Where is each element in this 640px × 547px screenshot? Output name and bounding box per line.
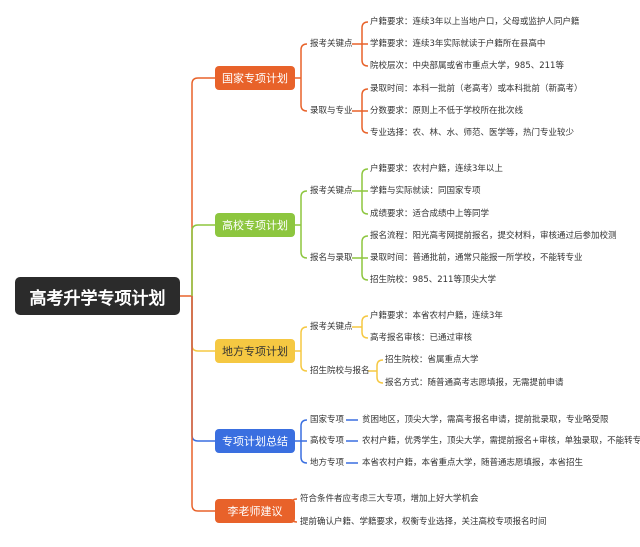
leaf-item[interactable]: 报名流程：阳光高考网提前报名，提交材料，审核通过后参加校测 — [370, 231, 617, 241]
leaf-item[interactable]: 招生院校：985、211等顶尖大学 — [370, 275, 496, 285]
leaf-item[interactable]: 学籍要求：连续3年实际就读于户籍所在县高中 — [370, 39, 546, 49]
leaf-item[interactable]: 院校层次：中央部属或省市重点大学，985、211等 — [370, 61, 564, 71]
leaf-item[interactable]: 招生院校：省属重点大学 — [385, 355, 479, 365]
group-label[interactable]: 报名与录取 — [310, 253, 353, 263]
leaf-item[interactable]: 贫困地区，顶尖大学，需高考报名申请，提前批录取，专业略受限 — [362, 415, 609, 425]
group-label[interactable]: 录取与专业 — [310, 106, 353, 116]
branch-local-plan[interactable]: 地方专项计划 — [215, 339, 295, 363]
group-label[interactable]: 报考关键点 — [310, 186, 353, 196]
leaf-item[interactable]: 报名方式：随普通高考志愿填报，无需提前申请 — [385, 378, 564, 388]
leaf-item[interactable]: 专业选择：农、林、水、师范、医学等，热门专业较少 — [370, 128, 575, 138]
leaf-item[interactable]: 户籍要求：农村户籍，连续3年以上 — [370, 164, 503, 174]
leaf-item[interactable]: 农村户籍，优秀学生，顶尖大学，需提前报名+审核，单独录取，不能转专业 — [362, 436, 640, 446]
group-label[interactable]: 国家专项 — [310, 415, 345, 425]
branch-summary[interactable]: 专项计划总结 — [215, 429, 295, 453]
group-label[interactable]: 招生院校与报名 — [310, 366, 370, 376]
group-label[interactable]: 报考关键点 — [310, 322, 353, 332]
leaf-item[interactable]: 学籍与实际就读：同国家专项 — [370, 186, 481, 196]
branch-teacher-advice[interactable]: 李老师建议 — [215, 499, 295, 523]
group-label[interactable]: 高校专项 — [310, 436, 345, 446]
branch-university-plan[interactable]: 高校专项计划 — [215, 213, 295, 237]
leaf-item[interactable]: 分数要求：原则上不低于学校所在批次线 — [370, 106, 524, 116]
leaf-item[interactable]: 符合条件者应考虑三大专项，增加上好大学机会 — [300, 494, 479, 504]
leaf-item[interactable]: 录取时间：本科一批前（老高考）或本科批前（新高考） — [370, 84, 583, 94]
leaf-item[interactable]: 录取时间：普通批前，通常只能报一所学校，不能转专业 — [370, 253, 583, 263]
leaf-item[interactable]: 成绩要求：适合成绩中上等同学 — [370, 209, 490, 219]
leaf-item[interactable]: 本省农村户籍，本省重点大学，随普通志愿填报，本省招生 — [362, 458, 584, 468]
group-label[interactable]: 报考关键点 — [310, 39, 353, 49]
leaf-item[interactable]: 提前确认户籍、学籍要求，权衡专业选择，关注高校专项报名时间 — [300, 517, 547, 527]
group-label[interactable]: 地方专项 — [310, 458, 345, 468]
leaf-item[interactable]: 户籍要求：本省农村户籍，连续3年 — [370, 311, 503, 321]
branch-national-plan[interactable]: 国家专项计划 — [215, 66, 295, 90]
leaf-item[interactable]: 高考报名审核：已通过审核 — [370, 333, 473, 343]
root-node[interactable]: 高考升学专项计划 — [15, 277, 180, 315]
leaf-item[interactable]: 户籍要求：连续3年以上当地户口，父母或监护人同户籍 — [370, 17, 580, 27]
